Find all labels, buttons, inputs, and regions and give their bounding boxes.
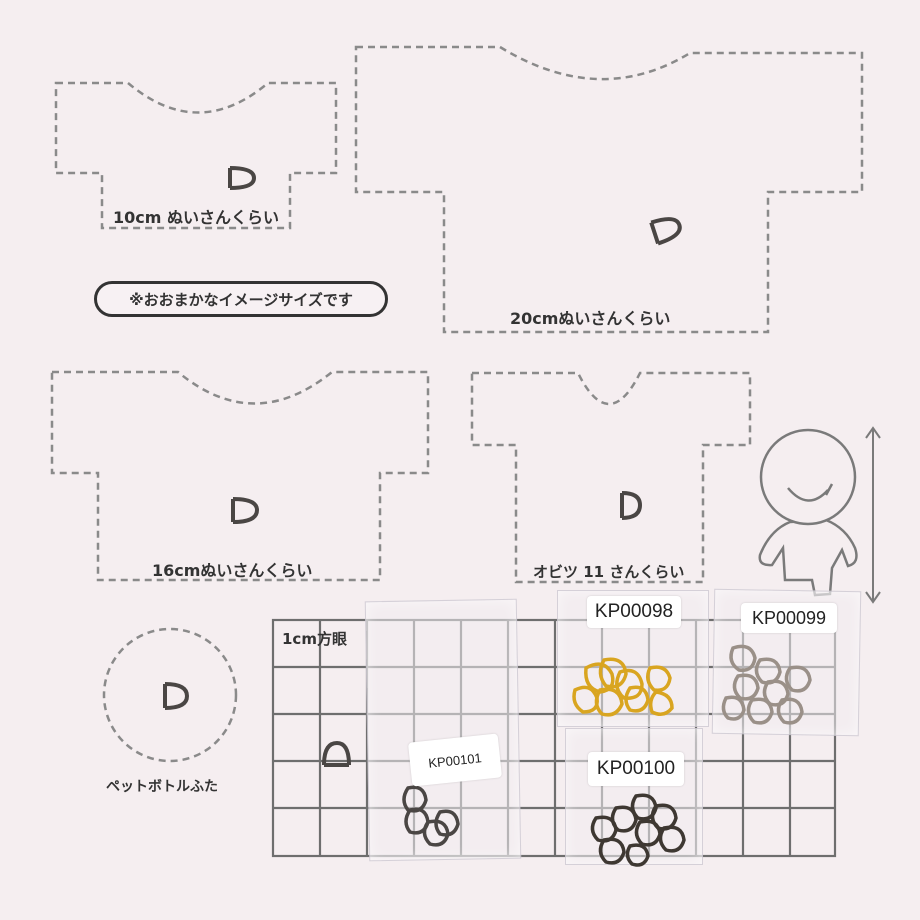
product-tag-kp00100: KP00100	[588, 752, 684, 786]
label-20cm: 20cmぬいさんくらい	[510, 309, 671, 328]
shirt-outline-10cm	[54, 81, 338, 230]
ring-pile-bronze	[590, 793, 686, 867]
label-bottlecap: ペットボトルふた	[106, 779, 218, 795]
bottlecap-outline	[102, 627, 238, 763]
label-obitsu: オビツ 11 さんくらい	[533, 563, 685, 581]
product-tag-kp00101: KP00101	[407, 733, 503, 787]
size-note-badge: ※おおまかなイメージサイズです	[94, 281, 388, 317]
label-grid: 1cm方眼	[282, 630, 347, 648]
d-ring-samples	[163, 166, 682, 767]
shirt-outline-obitsu	[470, 371, 752, 584]
label-10cm: 10cm ぬいさんくらい	[113, 208, 279, 227]
ring-pile-silver	[721, 644, 812, 725]
height-arrow	[865, 426, 881, 604]
shirt-outline-20cm	[354, 45, 864, 334]
shirt-outline-16cm	[50, 370, 430, 582]
ring-pile-gold	[572, 657, 674, 717]
product-tag-kp00099: KP00099	[741, 603, 837, 633]
doll-icon	[758, 428, 858, 597]
product-tag-kp00098: KP00098	[587, 596, 681, 628]
ring-pile-black-nickel	[402, 785, 460, 847]
label-16cm: 16cmぬいさんくらい	[152, 561, 313, 580]
